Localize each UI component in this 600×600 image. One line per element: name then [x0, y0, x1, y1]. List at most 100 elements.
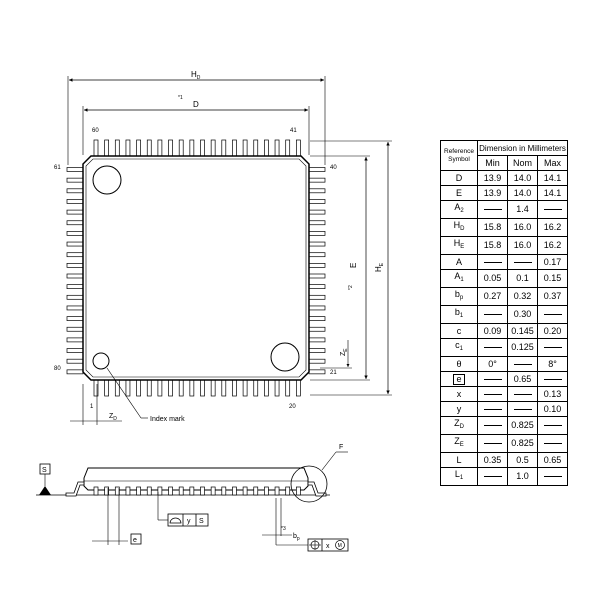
pin-bottom: [114, 379, 120, 397]
pin-top: [168, 139, 173, 157]
position-x: x: [326, 543, 330, 550]
pin-left: [66, 209, 84, 215]
pin-side: [253, 486, 259, 496]
max-value-cell: 8°: [537, 356, 568, 372]
max-value-cell: 16.2: [537, 236, 568, 255]
dash-mark: [543, 347, 562, 349]
pin-top: [93, 139, 99, 157]
e-label: E: [349, 263, 358, 268]
datum-s-triangle: [39, 486, 51, 495]
ejector-mark-top-left: [92, 165, 122, 195]
pin-side: [146, 486, 152, 496]
pin-top: [285, 139, 291, 157]
package-body-outline: [82, 155, 310, 381]
reference-symbol: x: [456, 388, 462, 399]
pin-left: [66, 177, 84, 183]
dash-mark: [483, 393, 502, 395]
dash-mark: [543, 443, 562, 445]
d-label: D: [193, 100, 199, 109]
dash-mark: [513, 261, 532, 263]
dimension-group-header: Dimension in Millimeters: [477, 140, 568, 156]
datum-s-label: S: [42, 467, 47, 474]
pin-right: [308, 263, 326, 268]
pin-left: [66, 263, 84, 268]
min-value-cell: [477, 416, 508, 435]
min-value-cell: 15.8: [477, 218, 508, 237]
pin-top: [125, 139, 131, 157]
pin-side: [221, 486, 227, 496]
min-value-cell: [477, 467, 508, 486]
ejector-mark-bottom-right: [270, 342, 300, 372]
pin-side: [104, 486, 110, 496]
reference-symbol-cell: ZE: [440, 434, 478, 453]
pin-top: [157, 139, 163, 157]
max-value-cell: 0.20: [537, 323, 568, 339]
reference-subscript: 1: [460, 277, 464, 283]
reference-symbol: Z: [454, 436, 460, 446]
pin-top: [274, 139, 280, 157]
reference-symbol: A: [454, 202, 461, 212]
reference-symbol-cell: E: [440, 185, 478, 201]
pin-right: [308, 252, 326, 258]
reference-header-line-1: Reference: [444, 147, 474, 155]
pin-left: [66, 188, 84, 194]
pin-side: [232, 486, 237, 496]
nom-value-cell: 14.0: [507, 185, 538, 201]
pin-bottom: [189, 379, 195, 397]
nom-value-cell: 0.825: [507, 416, 538, 435]
mmc-icon: [335, 540, 345, 550]
reference-symbol-cell: bp: [440, 287, 478, 306]
min-value-cell: 0.05: [477, 269, 508, 288]
reference-subscript: D: [459, 424, 464, 430]
pin-bottom: [104, 379, 110, 397]
reference-symbol-cell: HE: [440, 236, 478, 255]
index-mark-circle: [92, 352, 110, 370]
nom-value-cell: 0.825: [507, 434, 538, 453]
ze-label: ZE: [340, 348, 349, 356]
dash-mark: [483, 261, 502, 263]
package-side-body: [83, 467, 309, 491]
pin-side: [210, 486, 216, 496]
pin-top: [200, 139, 205, 157]
hd-label: HD: [191, 70, 201, 81]
pin-side: [157, 486, 163, 496]
min-value-cell: [477, 401, 508, 417]
bp-label: bp: [293, 533, 300, 542]
table-header-row-1: Reference Symbol Dimension in Millimeter…: [440, 140, 568, 171]
pin-side: [200, 486, 205, 496]
pin-bottom: [232, 379, 237, 397]
pin-right: [308, 369, 326, 375]
reference-subscript: 1: [459, 313, 464, 319]
pin-left: [66, 252, 84, 258]
pin-side: [93, 486, 99, 496]
index-mark-leader: [106, 367, 142, 419]
dash-mark: [483, 347, 502, 349]
pin-left: [66, 305, 84, 311]
column-nom-header: Nom: [507, 155, 538, 171]
pin-bottom: [93, 379, 99, 397]
pin-bottom: [125, 379, 131, 397]
max-value-cell: 0.65: [537, 452, 568, 468]
nom-value-cell: 0.125: [507, 338, 538, 357]
min-value-cell: 0.35: [477, 452, 508, 468]
pin-left: [66, 316, 84, 321]
pin-bottom: [285, 379, 291, 397]
nom-value-cell: 0.30: [507, 305, 538, 324]
reference-symbol: c: [455, 340, 460, 350]
pin-left: [66, 231, 84, 236]
pin-bottom: [200, 379, 205, 397]
pin-right: [308, 188, 326, 194]
reference-symbol: c: [456, 325, 462, 336]
pin-top: [178, 139, 184, 157]
pin-bottom: [242, 379, 248, 397]
nom-value-cell: 16.0: [507, 218, 538, 237]
e-pitch-box: [130, 533, 142, 545]
